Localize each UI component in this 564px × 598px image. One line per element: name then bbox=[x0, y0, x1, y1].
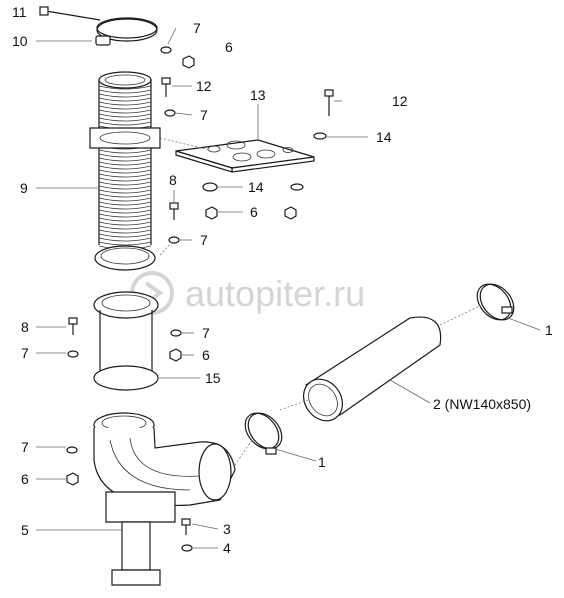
washer-14-left bbox=[202, 182, 218, 192]
callout-6d: 6 bbox=[21, 471, 29, 487]
watermark-text: autopiter.ru bbox=[185, 273, 365, 314]
nut-6-top bbox=[182, 55, 195, 69]
bolt-11 bbox=[39, 6, 101, 21]
hose-2 bbox=[302, 316, 442, 422]
bolt-12-right bbox=[324, 89, 334, 116]
callout-2: 2 (NW140x850) bbox=[433, 396, 531, 412]
callout-4: 4 bbox=[223, 540, 231, 556]
callout-7b: 7 bbox=[200, 107, 208, 123]
washer-4 bbox=[181, 544, 193, 552]
callout-14b: 14 bbox=[248, 179, 264, 195]
top-clamp bbox=[95, 17, 158, 46]
bolt-8-upper bbox=[169, 202, 179, 220]
bellows-hose bbox=[89, 71, 161, 271]
leader-lines bbox=[36, 27, 541, 549]
clamp-1-upper bbox=[476, 283, 515, 321]
callout-7d: 7 bbox=[21, 345, 29, 361]
callout-8a: 8 bbox=[169, 172, 177, 188]
clamp-1-lower bbox=[244, 412, 283, 455]
bolt-8-lower bbox=[68, 317, 78, 335]
callout-12a: 12 bbox=[196, 78, 212, 94]
callout-12b: 12 bbox=[392, 93, 408, 109]
callout-7a: 7 bbox=[193, 20, 201, 36]
washer-7-d bbox=[67, 350, 79, 358]
washer-14-right bbox=[313, 132, 327, 140]
washer-7-e bbox=[170, 329, 182, 337]
callout-5: 5 bbox=[21, 522, 29, 538]
callout-13: 13 bbox=[250, 87, 266, 103]
washer-14-b bbox=[290, 183, 304, 191]
callout-1a: 1 bbox=[545, 322, 553, 338]
callout-6a: 6 bbox=[225, 39, 233, 55]
washer-7-top bbox=[160, 46, 172, 54]
callout-7f: 7 bbox=[21, 439, 29, 455]
callout-7e: 7 bbox=[202, 325, 210, 341]
nut-6-right bbox=[284, 206, 297, 220]
callout-7c: 7 bbox=[200, 232, 208, 248]
callout-15: 15 bbox=[205, 370, 221, 386]
bracket-plate bbox=[175, 139, 315, 173]
washer-7-b bbox=[164, 109, 176, 117]
elbow-housing bbox=[93, 412, 236, 586]
callout-1b: 1 bbox=[318, 454, 326, 470]
callout-6c: 6 bbox=[202, 347, 210, 363]
callout-labels: 11 10 7 6 12 7 13 12 14 9 8 14 6 7 1 8 7… bbox=[12, 4, 553, 556]
bolt-3 bbox=[181, 518, 191, 535]
nut-6-mid bbox=[205, 206, 218, 220]
callout-9: 9 bbox=[20, 180, 28, 196]
washer-7-f bbox=[66, 446, 78, 454]
callout-10: 10 bbox=[12, 33, 28, 49]
callout-3: 3 bbox=[223, 521, 231, 537]
callout-14a: 14 bbox=[376, 129, 392, 145]
callout-8b: 8 bbox=[21, 319, 29, 335]
callout-11: 11 bbox=[12, 4, 27, 20]
nut-6-d bbox=[66, 472, 79, 486]
flanged-tube bbox=[93, 291, 159, 391]
nut-6-c bbox=[169, 348, 182, 362]
watermark: autopiter.ru bbox=[130, 271, 365, 315]
callout-6b: 6 bbox=[250, 204, 258, 220]
bolt-12-left bbox=[161, 77, 171, 97]
